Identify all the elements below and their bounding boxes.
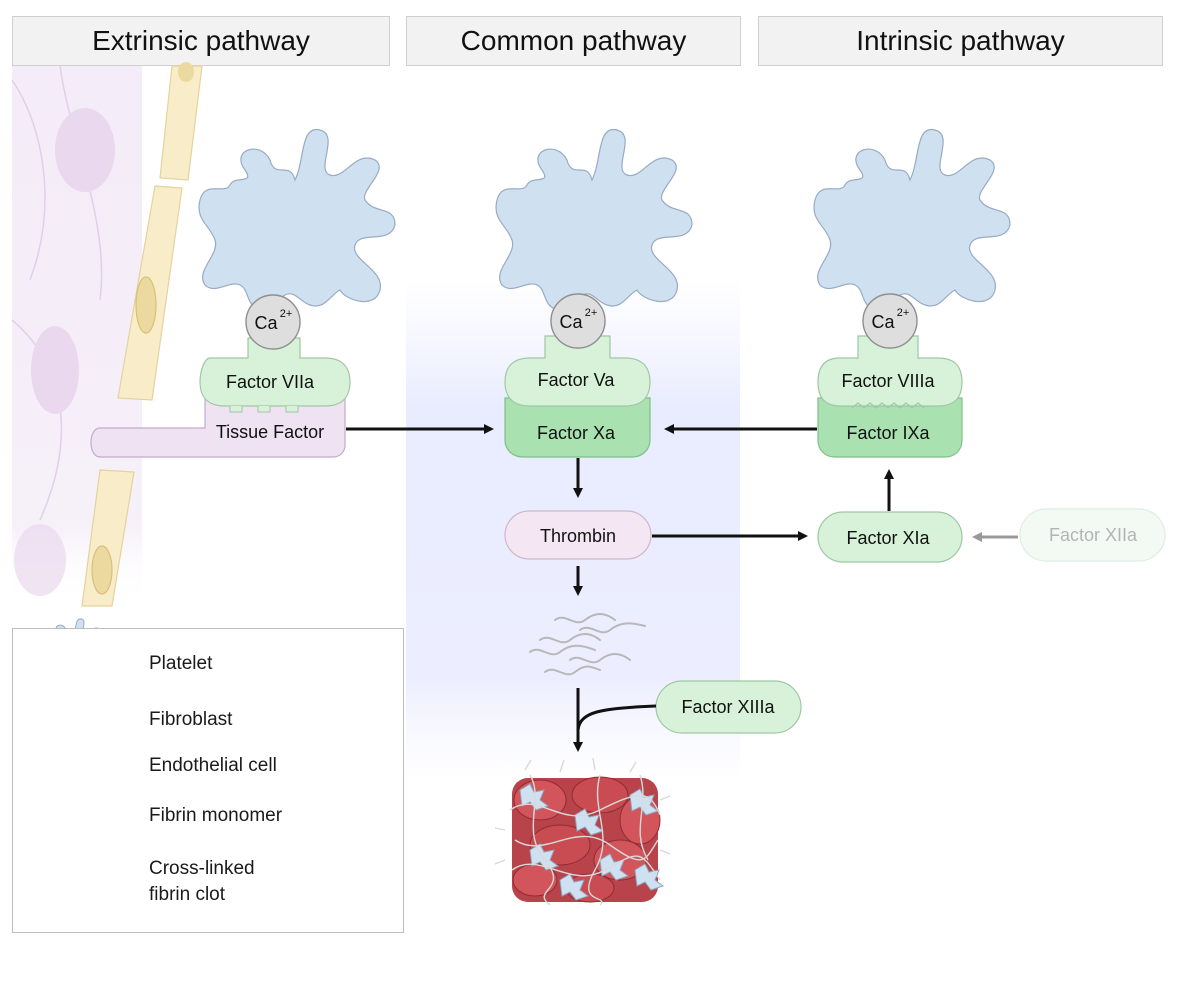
- fibroblast-nucleus: [55, 108, 115, 192]
- legend: Platelet Fibroblast Endothelial cell Fib…: [12, 628, 404, 933]
- factor-xia-node: Factor XIa: [817, 511, 963, 563]
- fibrin-monomers: [529, 613, 646, 676]
- calcium-charge: 2+: [585, 307, 598, 319]
- factor-va-shape: [504, 335, 651, 407]
- legend-clot-label-line1: Cross-linked: [149, 858, 255, 879]
- factor-ixa-shape: [817, 397, 963, 458]
- factor-xiiia-label: Factor XIIIa: [681, 697, 775, 717]
- calcium-charge: 2+: [280, 308, 293, 320]
- extrinsic-complex: Factor VIIa Tissue Factor Ca 2+: [90, 294, 351, 458]
- header-intrinsic: Intrinsic pathway: [758, 16, 1163, 66]
- calcium-ion: [245, 294, 301, 350]
- factor-xia-label: Factor XIa: [846, 528, 930, 548]
- calcium-label: Ca: [254, 313, 278, 333]
- header-common: Common pathway: [406, 16, 741, 66]
- arrow-xiiia-join: [576, 704, 657, 731]
- legend-endothelial-label: Endothelial cell: [149, 755, 277, 776]
- platelet-intrinsic: [813, 128, 1011, 312]
- calcium-ion: [550, 293, 606, 349]
- intrinsic-complex: Factor VIIIa Factor IXa Ca 2+: [817, 293, 963, 458]
- factor-xiiia-node: Factor XIIIa: [655, 680, 802, 734]
- factor-ixa-label: Factor IXa: [846, 423, 930, 443]
- endothelial-cells: [81, 62, 203, 607]
- factor-xiia-label: Factor XIIa: [1049, 525, 1138, 545]
- factor-va-label: Factor Va: [538, 370, 616, 390]
- common-complex: Factor Va Factor Xa Ca 2+: [504, 293, 651, 458]
- thrombin-label: Thrombin: [540, 526, 616, 546]
- factor-xa-shape: [504, 397, 651, 458]
- legend-platelet-label: Platelet: [149, 653, 213, 674]
- factor-xiia-node: Factor XIIa: [1019, 508, 1166, 562]
- arrows: [346, 424, 894, 752]
- platelet-common: [495, 128, 693, 312]
- calcium-charge: 2+: [897, 307, 910, 319]
- factor-xa-label: Factor Xa: [537, 423, 616, 443]
- factor-viia-label: Factor VIIa: [226, 372, 315, 392]
- tissue-background: [11, 65, 142, 606]
- thrombin-node: Thrombin: [504, 510, 652, 560]
- header-extrinsic: Extrinsic pathway: [12, 16, 390, 66]
- calcium-ion: [862, 293, 918, 349]
- factor-viia-shape: [199, 337, 351, 407]
- calcium-label: Ca: [559, 312, 583, 332]
- header-extrinsic-label: Extrinsic pathway: [92, 25, 310, 56]
- header-intrinsic-label: Intrinsic pathway: [856, 25, 1065, 56]
- calcium-label: Ca: [871, 312, 895, 332]
- platelet-extrinsic: [198, 128, 396, 312]
- fibroblast-nucleus: [14, 524, 66, 596]
- tissue-factor-stalk: [90, 397, 346, 458]
- fibroblast-nucleus: [31, 326, 79, 414]
- factor-viiia-shape: [817, 335, 963, 407]
- tissue-factor-label: Tissue Factor: [216, 422, 324, 442]
- factor-viiia-label: Factor VIIIa: [841, 371, 935, 391]
- legend-fibroblast-label: Fibroblast: [149, 709, 233, 730]
- legend-fibrin-label: Fibrin monomer: [149, 805, 283, 826]
- fibrin-clot: [494, 757, 671, 906]
- header-common-label: Common pathway: [460, 25, 687, 56]
- legend-clot-label-line2: fibrin clot: [149, 884, 226, 905]
